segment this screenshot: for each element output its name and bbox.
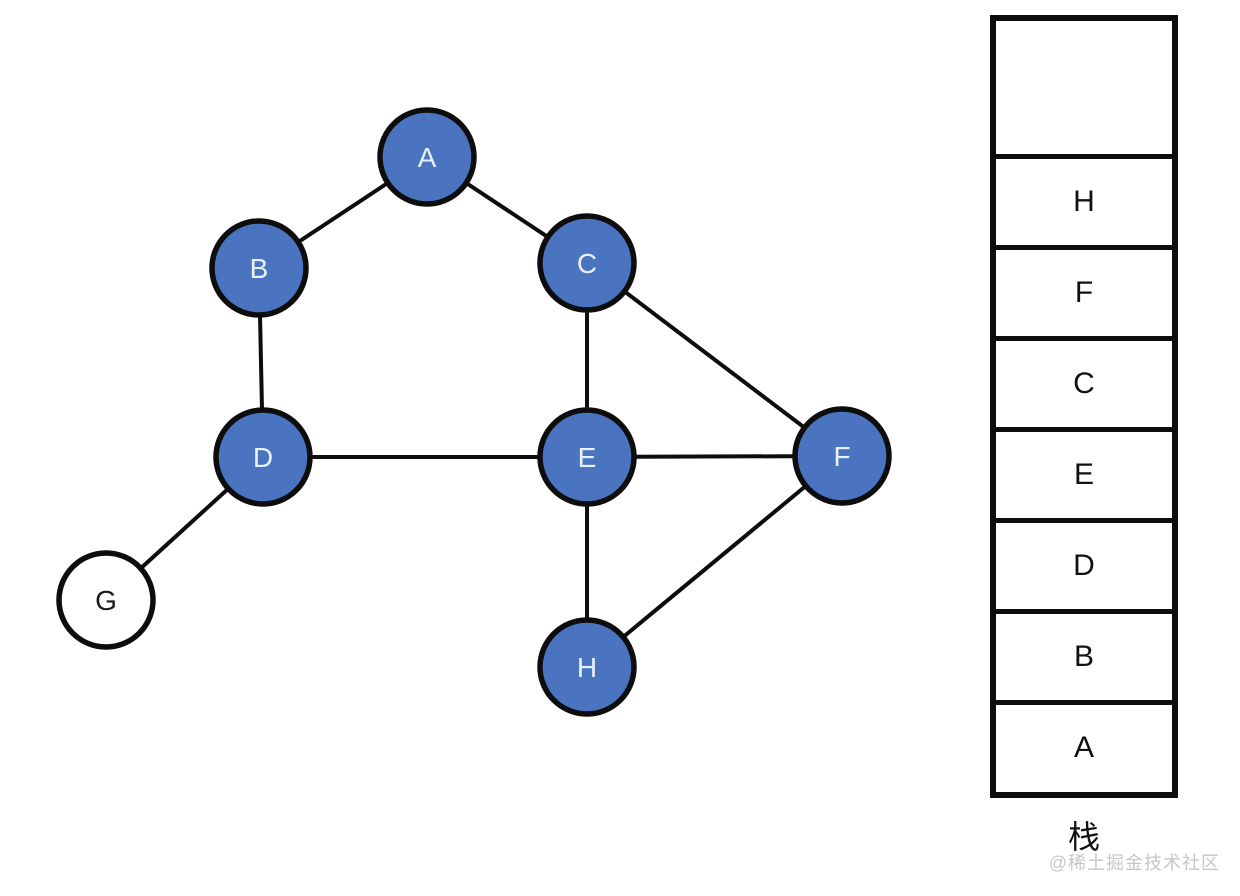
stack-cell-C: C bbox=[996, 336, 1172, 427]
stack-cell-F: F bbox=[996, 245, 1172, 336]
graph-node-C: C bbox=[537, 213, 637, 313]
node-label-H: H bbox=[577, 652, 597, 683]
node-label-G: G bbox=[95, 585, 117, 616]
node-circle-G bbox=[56, 550, 156, 650]
stack-label: 栈 bbox=[1067, 819, 1100, 855]
graph-edge-C-F bbox=[585, 261, 844, 458]
graph-edge-F-H bbox=[585, 454, 844, 669]
watermark-text: @稀土掘金技术社区 bbox=[1048, 853, 1220, 873]
stack-cell-B: B bbox=[996, 609, 1172, 700]
graph-node-A: A bbox=[377, 107, 477, 207]
node-label-D: D bbox=[253, 442, 273, 473]
node-label-B: B bbox=[250, 253, 269, 284]
stack-cell-H: H bbox=[996, 154, 1172, 245]
node-circle-C bbox=[537, 213, 637, 313]
stack-cell-E: E bbox=[996, 427, 1172, 518]
graph-node-G: G bbox=[56, 550, 156, 650]
node-label-E: E bbox=[578, 442, 597, 473]
node-circle-F bbox=[792, 406, 892, 506]
graph-node-F: F bbox=[792, 406, 892, 506]
graph-node-D: D bbox=[213, 407, 313, 507]
node-circle-B bbox=[209, 218, 309, 318]
node-label-C: C bbox=[577, 248, 597, 279]
node-label-A: A bbox=[418, 142, 437, 173]
node-circle-H bbox=[537, 617, 637, 717]
node-label-F: F bbox=[833, 441, 850, 472]
graph-node-E: E bbox=[537, 407, 637, 507]
graph-node-H: H bbox=[537, 617, 637, 717]
stack-cell-empty bbox=[996, 21, 1172, 154]
stack-cell-D: D bbox=[996, 518, 1172, 609]
node-circle-A bbox=[377, 107, 477, 207]
node-circle-D bbox=[213, 407, 313, 507]
node-circle-E bbox=[537, 407, 637, 507]
stack-cell-A: A bbox=[996, 700, 1172, 791]
graph-node-B: B bbox=[209, 218, 309, 318]
